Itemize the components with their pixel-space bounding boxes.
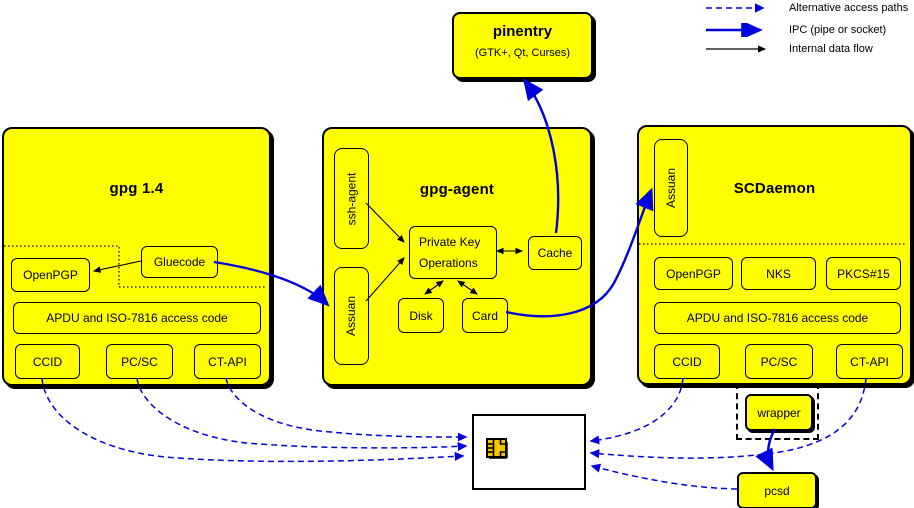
wrapper-label: wrapper: [757, 405, 801, 420]
gpg14-openpgp-label: OpenPGP: [23, 268, 78, 282]
alt-scdaemon-ccid-to-smartcard: [589, 377, 684, 445]
scdaemon-nks-label: NKS: [766, 266, 791, 281]
alt-gpg14-pcsc-to-smartcard: [136, 377, 468, 451]
gpg14-ctapi-box: CT-API: [194, 344, 261, 379]
legend-label: IPC (pipe or socket): [789, 24, 887, 36]
alt-scdaemon-ctapi-to-smartcard: [589, 377, 867, 459]
disk-label: Disk: [409, 308, 433, 323]
gpg14-box: gpg 1.4 OpenPGP Gluecode APDU and ISO-78…: [2, 127, 271, 386]
smartcard-chip-icon: [486, 438, 508, 459]
gpg14-pcsc-label: PC/SC: [121, 354, 158, 369]
gpg14-ccid-box: CCID: [15, 344, 80, 379]
gpg14-apdu-box: APDU and ISO-7816 access code: [13, 302, 261, 334]
legend-label: Internal data flow: [789, 43, 873, 55]
gpg-agent-assuan-label: Assuan: [344, 295, 359, 337]
scdaemon-ctapi-box: CT-API: [836, 344, 903, 379]
gpg14-ctapi-label: CT-API: [208, 354, 247, 369]
dashed-blue-arrow-icon: [706, 3, 765, 13]
card-label: Card: [471, 308, 498, 323]
pinentry-title: pinentry: [492, 23, 553, 40]
pinentry-box: pinentry (GTK+, Qt, Curses): [452, 12, 593, 79]
legend-item-internal: Internal data flow: [703, 42, 873, 56]
private-key-operations-box: Private Key Operations: [409, 226, 497, 279]
gpg14-pcsc-box: PC/SC: [106, 344, 173, 379]
gpg-agent-assuan-box: Assuan: [334, 267, 369, 365]
gpg14-gluecode-box: Gluecode: [141, 246, 218, 278]
pinentry-subtitle: (GTK+, Qt, Curses): [474, 47, 571, 59]
scdaemon-openpgp-label: OpenPGP: [666, 266, 721, 281]
scdaemon-pcsc-label: PC/SC: [760, 354, 798, 369]
alt-gpg14-ccid-to-smartcard: [41, 377, 465, 463]
gpg14-ccid-label: CCID: [32, 354, 63, 369]
scdaemon-pcsc-box: PC/SC: [745, 344, 813, 379]
scdaemon-apdu-box: APDU and ISO-7816 access code: [654, 302, 901, 334]
solid-blue-arrow-icon: [706, 23, 763, 37]
card-box: Card: [462, 298, 508, 333]
smartcard: [472, 414, 586, 490]
scdaemon-ccid-box: CCID: [654, 344, 720, 379]
scdaemon-assuan-box: Assuan: [654, 139, 688, 237]
legend-item-alternative: Alternative access paths: [703, 1, 908, 15]
pcsd-label: pcsd: [764, 483, 790, 498]
ssh-agent-label: ssh-agent: [344, 172, 359, 225]
gpg14-title: gpg 1.4: [109, 180, 164, 197]
scdaemon-openpgp-box: OpenPGP: [654, 257, 733, 290]
solid-black-arrow-icon: [706, 45, 767, 53]
pcsd-box: pcsd: [737, 472, 817, 508]
gpg14-openpgp-box: OpenPGP: [11, 258, 90, 292]
gpg-agent-box: gpg-agent ssh-agent Assuan Private Key O…: [322, 127, 592, 386]
wrapper-box: wrapper: [745, 394, 813, 431]
scdaemon-box: SCDaemon Assuan OpenPGP NKS PKCS#15 APDU…: [637, 125, 912, 385]
gpg14-gluecode-label: Gluecode: [153, 255, 206, 269]
alt-pcsd-to-smartcard: [590, 463, 738, 490]
gpg-agent-ssh-agent-box: ssh-agent: [334, 148, 369, 249]
gpg14-apdu-label: APDU and ISO-7816 access code: [46, 311, 228, 325]
scdaemon-apdu-label: APDU and ISO-7816 access code: [686, 311, 869, 325]
cache-label: Cache: [537, 246, 573, 260]
cache-box: Cache: [528, 236, 582, 270]
scdaemon-assuan-label: Assuan: [664, 167, 678, 209]
scdaemon-title: SCDaemon: [733, 180, 816, 197]
scdaemon-ctapi-label: CT-API: [850, 354, 889, 369]
legend-item-ipc: IPC (pipe or socket): [703, 23, 886, 37]
scdaemon-ccid-label: CCID: [672, 354, 702, 369]
private-key-operations-label: Private Key Operations: [419, 235, 481, 270]
scdaemon-nks-box: NKS: [741, 257, 816, 290]
alt-gpg14-ctapi-to-smartcard: [225, 377, 468, 442]
disk-box: Disk: [398, 298, 444, 333]
scdaemon-pkcs15-label: PKCS#15: [837, 266, 890, 281]
gpg-agent-title: gpg-agent: [419, 181, 495, 198]
scdaemon-pkcs15-box: PKCS#15: [826, 257, 901, 290]
legend-label: Alternative access paths: [789, 2, 909, 14]
